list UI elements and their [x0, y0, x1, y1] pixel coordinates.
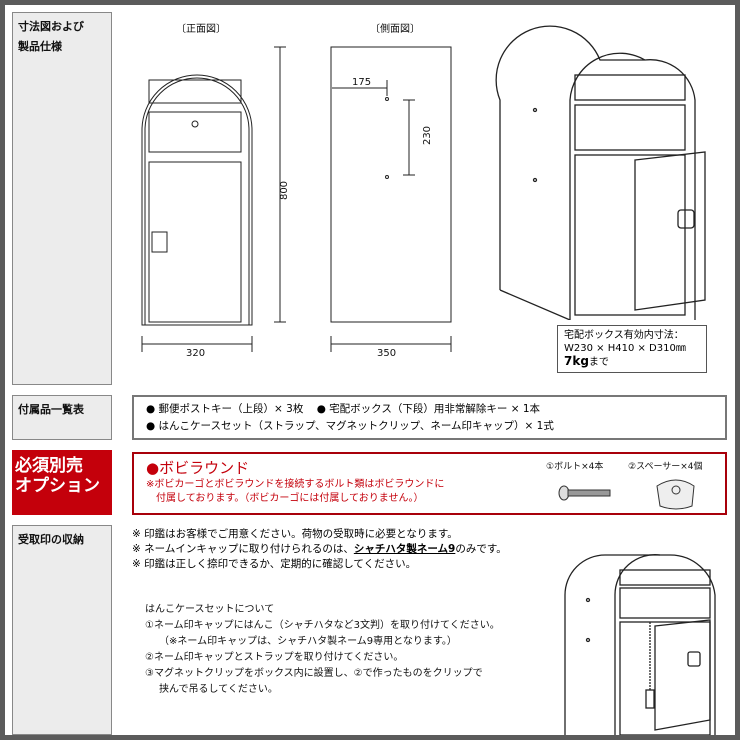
label-line: オプション [15, 476, 100, 496]
option-note: 付属しております。（ボビカーゴには付属しておりません。） [156, 493, 424, 504]
perspective-drawing [495, 25, 706, 320]
front-view-drawing [141, 46, 286, 352]
dimension-230: 230 [422, 125, 434, 146]
label-line: 寸法図および [18, 20, 84, 33]
accessory-item: ● はんこケースセット（ストラップ、マグネットクリップ、ネーム印キャップ）× 1… [146, 420, 554, 432]
part-bolt-label: ①ボルト×4本 [546, 462, 604, 472]
label-line: 製品仕様 [18, 40, 62, 53]
instruction-step: （※ネーム印キャップは、シャチハタ製ネーム9専用となります。） [159, 636, 457, 647]
height-dimension: 800 [279, 180, 291, 201]
note-text: ※ ネームインキャップに取り付けられるのは、 [132, 543, 354, 555]
side-view-drawing [330, 46, 452, 352]
spec-weight-suffix: まで [588, 357, 609, 368]
note-text: のみです。 [455, 543, 507, 555]
note-emphasis: シャチハタ製ネーム9 [353, 543, 456, 555]
dimension-175: 175 [352, 77, 372, 88]
spec-line: W230 × H410 × D310㎜ [564, 343, 686, 354]
hanko-set-instructions: はんこケースセットについて ①ネーム印キャップにはんこ（シャチハタなど3文判）を… [145, 602, 500, 698]
spacer-icon [656, 479, 695, 510]
option-box: ●ボビラウンド ※ボビカーゴとボビラウンドを接続するボルト類はボビラウンドに 付… [132, 452, 727, 515]
instruction-step: ③マグネットクリップをボックス内に設置し、②で作ったものをクリップで [145, 668, 483, 679]
bolt-icon [558, 485, 611, 501]
accessory-item: ● 宅配ボックス（下段）用非常解除キー × 1本 [316, 403, 541, 415]
label-line: 必須別売 [15, 456, 83, 476]
spec-line: 宅配ボックス有効内寸法： [564, 330, 684, 341]
instruction-step: ②ネーム印キャップとストラップを取り付けてください。 [145, 652, 404, 663]
depth-dimension: 350 [377, 348, 397, 359]
option-note: ※ボビカーゴとボビラウンドを接続するボルト類はボビラウンドに [146, 479, 445, 490]
stamp-notes: ※ 印鑑はお客様でご用意ください。荷物の受取時に必要となります。 ※ ネームイン… [132, 527, 507, 572]
section-label-dimensions: 寸法図および 製品仕様 [12, 12, 112, 385]
stamp-note: ※ 印鑑はお客様でご用意ください。荷物の受取時に必要となります。 [132, 528, 458, 540]
stamp-note: ※ ネームインキャップに取り付けられるのは、シャチハタ製ネーム9のみです。 [132, 542, 507, 557]
delivery-box-spec: 宅配ボックス有効内寸法： W230 × H410 × D310㎜ 7kgまで [557, 325, 707, 373]
accessories-list: ● 郵便ポストキー（上段）× 3枚 ● 宅配ボックス（下段）用非常解除キー × … [132, 395, 727, 440]
instruction-step: 挟んで吊るしてください。 [159, 684, 278, 695]
instruction-title: はんこケースセットについて [145, 604, 275, 615]
part-spacer-label: ②スペーサー×4個 [628, 462, 703, 472]
side-view-title: 〔側面図〕 [370, 24, 420, 35]
option-title: ●ボビラウンド [146, 459, 250, 477]
section-label-stamp: 受取印の収納 [12, 525, 112, 735]
section-label-option: 必須別売 オプション [12, 450, 112, 515]
mailbox-with-stamp-drawing [564, 554, 716, 735]
stamp-note: ※ 印鑑は正しく捺印できるか、定期的に確認してください。 [132, 558, 417, 570]
width-dimension: 320 [186, 348, 206, 359]
section-label-accessories: 付属品一覧表 [12, 395, 112, 440]
instruction-step: ①ネーム印キャップにはんこ（シャチハタなど3文判）を取り付けてください。 [145, 620, 500, 631]
spec-weight: 7kg [564, 354, 589, 368]
accessory-item: ● 郵便ポストキー（上段）× 3枚 [146, 403, 304, 415]
front-view-title: 〔正面図〕 [176, 24, 226, 35]
